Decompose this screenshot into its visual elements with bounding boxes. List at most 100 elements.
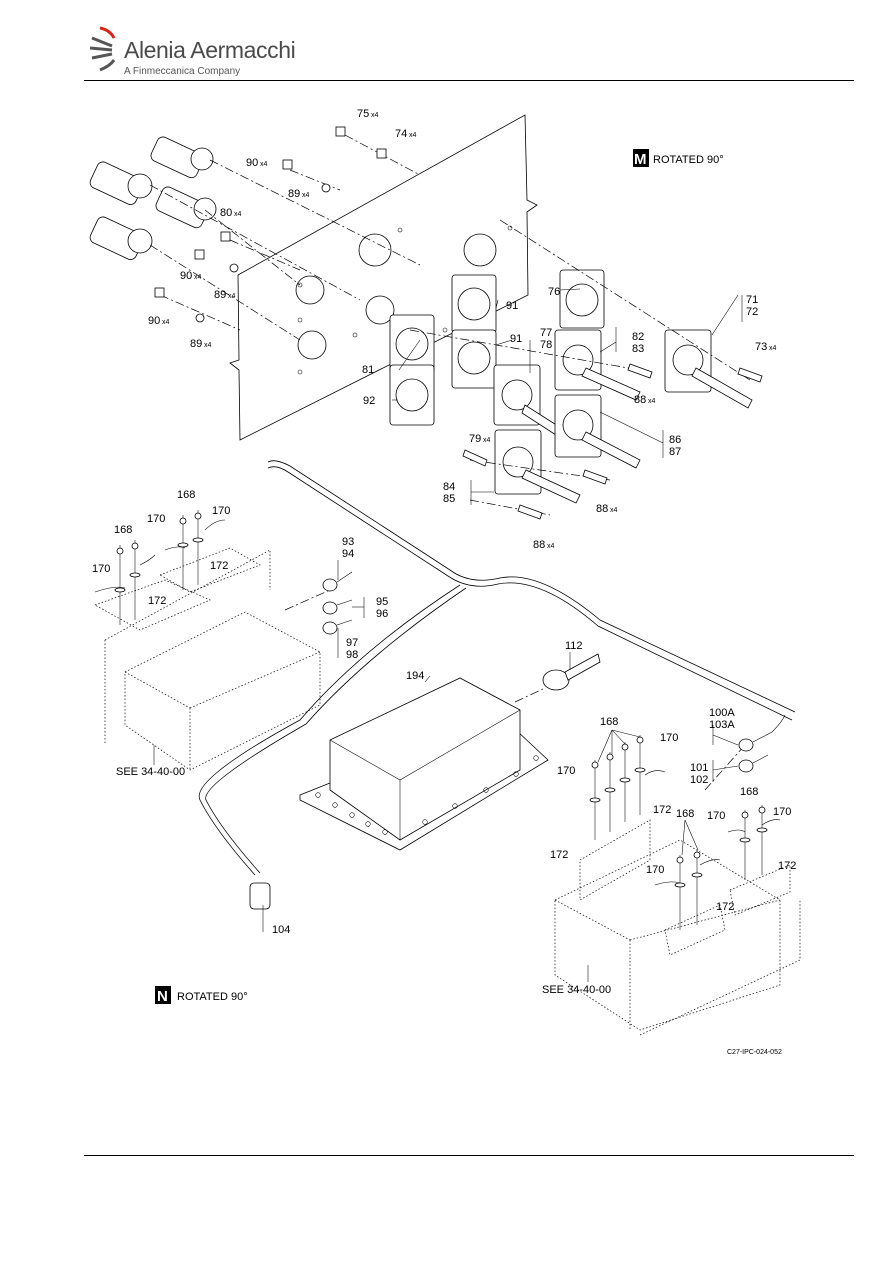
callout-88b: 88 [596, 503, 608, 515]
callout-90a: 90 [246, 157, 258, 169]
view-n-badge-box [155, 986, 171, 1004]
callout-89a-qty: x4 [302, 192, 310, 199]
callout-82: 82 [632, 331, 644, 343]
callout-92: 92 [363, 395, 375, 407]
callout-172a: 172 [210, 560, 228, 572]
footer-rule [84, 1155, 854, 1156]
callout-84: 84 [443, 481, 455, 493]
callout-83: 83 [632, 343, 644, 355]
callout-75-qty: x4 [371, 112, 379, 119]
callout-170f: 170 [707, 810, 725, 822]
callout-168a: 168 [177, 489, 195, 501]
callout-73-qty: x4 [769, 345, 777, 352]
callout-172d: 172 [550, 849, 568, 861]
callout-71: 71 [746, 294, 758, 306]
branch-cable-edge [205, 587, 467, 874]
callout-172b: 172 [148, 595, 166, 607]
main-cable [267, 460, 796, 713]
main-cable-edge [267, 466, 793, 721]
callout-78: 78 [540, 339, 552, 351]
callout-77: 77 [540, 327, 552, 339]
callout-81: 81 [362, 364, 374, 376]
alenia-logo-icon [89, 26, 116, 72]
callout-101: 101 [690, 762, 708, 774]
callout-168c: 168 [600, 716, 618, 728]
view-n-badge: N [157, 988, 168, 1005]
see-reference-left: SEE 34-40-00 [116, 766, 185, 778]
callout-90c-qty: x4 [162, 319, 170, 326]
mounting-panel [229, 114, 538, 441]
left-junction-box [94, 510, 353, 771]
leader-lines [153, 288, 743, 982]
view-m-text: ROTATED 90° [653, 154, 724, 166]
callout-168e: 168 [676, 808, 694, 820]
callout-80: 80 [220, 207, 232, 219]
callout-79-qty: x4 [483, 437, 491, 444]
callout-89b-qty: x4 [228, 293, 236, 300]
callout-87: 87 [669, 446, 681, 458]
callout-74: 74 [395, 128, 407, 140]
callout-74-qty: x4 [409, 132, 417, 139]
header-rule [84, 80, 854, 81]
callout-103A: 103A [709, 719, 735, 731]
callout-91a: 91 [506, 300, 518, 312]
callout-72: 72 [746, 306, 758, 318]
callout-86: 86 [669, 434, 681, 446]
panel-connectors-left [89, 126, 421, 341]
view-m-badge: M [634, 151, 647, 168]
page-header: Alenia Aermacchi A Finmeccanica Company [84, 20, 854, 82]
callout-79: 79 [469, 433, 481, 445]
callout-90b: 90 [180, 270, 192, 282]
view-n-note: N ROTATED 90° [155, 986, 248, 1005]
callout-76: 76 [548, 286, 560, 298]
callout-170d: 170 [660, 732, 678, 744]
see-reference-right: SEE 34-40-00 [542, 984, 611, 996]
view-m-note: M ROTATED 90° [633, 149, 724, 168]
branch-cable [198, 584, 461, 876]
view-m-badge-box [633, 149, 649, 167]
callout-75: 75 [357, 108, 369, 120]
callout-90b-qty: x4 [194, 274, 202, 281]
callout-100A: 100A [709, 707, 735, 719]
panel-connectors-right [389, 219, 763, 520]
view-n-text: ROTATED 90° [177, 991, 248, 1003]
callout-170a: 170 [212, 505, 230, 517]
callout-94: 94 [342, 548, 354, 560]
callout-85: 85 [443, 493, 455, 505]
callout-104: 104 [272, 924, 290, 936]
callout-170b: 170 [147, 513, 165, 525]
callout-93: 93 [342, 536, 354, 548]
callout-80-qty: x4 [234, 211, 242, 218]
callout-172c: 172 [653, 804, 671, 816]
callout-170h: 170 [646, 864, 664, 876]
callout-88c: 88 [533, 539, 545, 551]
callout-91b: 91 [510, 333, 522, 345]
callout-170e: 170 [557, 765, 575, 777]
cable-terminal-104 [249, 882, 271, 910]
callout-89c-qty: x4 [204, 342, 212, 349]
callout-194: 194 [406, 670, 424, 682]
callout-170c: 170 [92, 563, 110, 575]
callout-112: 112 [565, 640, 583, 652]
callout-89c: 89 [190, 338, 202, 350]
callout-88a: 88 [634, 394, 646, 406]
callout-102: 102 [690, 774, 708, 786]
callout-89a: 89 [288, 188, 300, 200]
right-junction-box [554, 714, 801, 1036]
figure-id: C27-IPC-024-052 [727, 1049, 782, 1056]
company-tagline: A Finmeccanica Company [124, 66, 241, 77]
callout-89b: 89 [214, 289, 226, 301]
callout-95: 95 [376, 596, 388, 608]
callout-168d: 168 [740, 786, 758, 798]
callout-98: 98 [346, 649, 358, 661]
callout-97: 97 [346, 637, 358, 649]
company-name: Alenia Aermacchi [124, 37, 296, 63]
callout-88a-qty: x4 [648, 398, 656, 405]
callout-172f: 172 [716, 901, 734, 913]
callout-88c-qty: x4 [547, 543, 555, 550]
callout-labels: 75 x4 74 x4 90 x4 89 x4 80 x4 90 x4 89 x… [92, 108, 796, 996]
callout-168b: 168 [114, 524, 132, 536]
callout-172e: 172 [778, 860, 796, 872]
callout-88b-qty: x4 [610, 507, 618, 514]
